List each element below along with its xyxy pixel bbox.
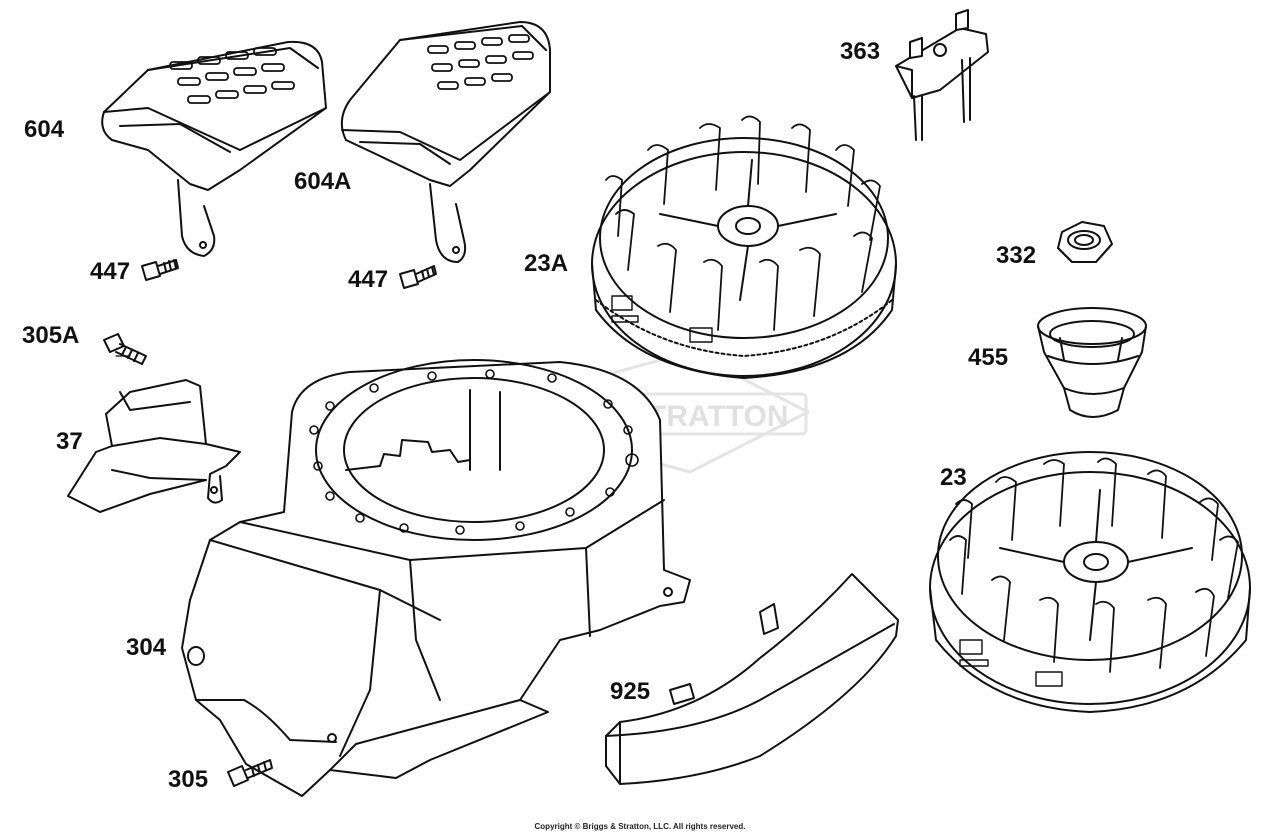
part-37-air-guide bbox=[67, 379, 241, 513]
part-455-starter-cup bbox=[1037, 307, 1147, 418]
callout-604a: 604A bbox=[294, 168, 352, 195]
part-447-screw-left bbox=[141, 259, 179, 281]
callout-305a: 305A bbox=[22, 322, 80, 349]
callout-304: 304 bbox=[126, 634, 167, 661]
part-447-screw-right bbox=[399, 265, 437, 289]
callout-447-left: 447 bbox=[90, 258, 131, 285]
callout-447-right: 447 bbox=[348, 266, 389, 293]
callout-23: 23 bbox=[940, 464, 967, 491]
copyright-notice: Copyright © Briggs & Stratton, LLC. All … bbox=[534, 822, 746, 831]
part-604a-deflector bbox=[340, 21, 551, 263]
callout-37: 37 bbox=[56, 428, 83, 455]
part-305a-screw bbox=[103, 333, 147, 365]
callout-455: 455 bbox=[968, 344, 1009, 371]
callout-305: 305 bbox=[168, 766, 209, 793]
part-604-deflector bbox=[101, 40, 327, 257]
part-925-baffle bbox=[605, 573, 899, 785]
part-23a-flywheel bbox=[591, 115, 897, 379]
part-305-screw bbox=[227, 759, 273, 787]
part-363-bracket bbox=[895, 9, 989, 141]
callout-925: 925 bbox=[610, 678, 651, 705]
part-304-blower-housing bbox=[181, 359, 691, 797]
callout-23a: 23A bbox=[524, 250, 569, 277]
part-332-nut bbox=[1057, 221, 1113, 263]
part-23-flywheel bbox=[929, 451, 1251, 713]
callout-332: 332 bbox=[996, 242, 1037, 269]
callout-604: 604 bbox=[24, 116, 65, 143]
callout-363: 363 bbox=[840, 38, 881, 65]
